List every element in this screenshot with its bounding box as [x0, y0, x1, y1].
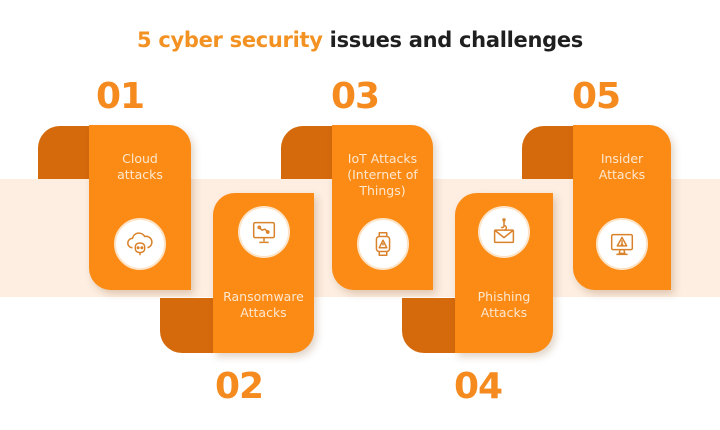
item-number-02: 02 [215, 366, 264, 407]
monitor-malware-icon [252, 221, 275, 244]
item-fold-05 [522, 126, 582, 179]
envelope-hook-icon [493, 218, 515, 244]
smartwatch-warning-icon [375, 232, 390, 256]
label-line: Phishing [477, 289, 531, 304]
item-number-03: 03 [331, 76, 380, 117]
title-accent: 5 cyber security [137, 28, 323, 52]
label-line: Insider [600, 151, 644, 166]
label-line: IoT Attacks [347, 151, 418, 166]
label-line: (Internet of [347, 167, 418, 182]
monitor-warning-icon [610, 233, 634, 256]
item-fold-02 [160, 298, 222, 353]
item-card-01: Cloud attacks [89, 125, 191, 290]
cloud-bot-icon [127, 232, 153, 256]
icon-circle [596, 218, 648, 270]
title-rest: issues and challenges [322, 28, 584, 52]
icon-circle [114, 218, 166, 270]
label-line: Attacks [598, 167, 646, 182]
label-line: Attacks [240, 305, 287, 320]
item-label-01: Cloud attacks [117, 151, 163, 183]
label-line: Ransomware [223, 289, 304, 304]
item-number-04: 04 [454, 366, 503, 407]
icon-circle [237, 206, 290, 258]
label-line: Attacks [480, 305, 528, 320]
item-label-02: Ransomware Attacks [223, 289, 304, 321]
label-line: Cloud [122, 151, 158, 166]
item-card-04: Phishing Attacks [455, 193, 553, 353]
label-line: Things) [359, 183, 406, 198]
item-card-03: IoT Attacks (Internet of Things) [332, 125, 433, 290]
label-line: attacks [117, 167, 163, 182]
item-fold-04 [402, 298, 464, 353]
page-title: 5 cyber security issues and challenges [0, 28, 720, 52]
item-number-01: 01 [96, 76, 145, 117]
item-card-05: Insider Attacks [573, 125, 671, 290]
icon-circle [478, 206, 530, 258]
item-number-05: 05 [572, 76, 621, 117]
item-card-02: Ransomware Attacks [213, 193, 314, 353]
item-fold-01 [38, 126, 98, 179]
icon-circle [356, 218, 409, 270]
item-label-05: Insider Attacks [599, 151, 645, 183]
item-fold-03 [281, 126, 341, 179]
item-label-03: IoT Attacks (Internet of Things) [347, 151, 418, 199]
item-label-04: Phishing Attacks [478, 289, 531, 321]
